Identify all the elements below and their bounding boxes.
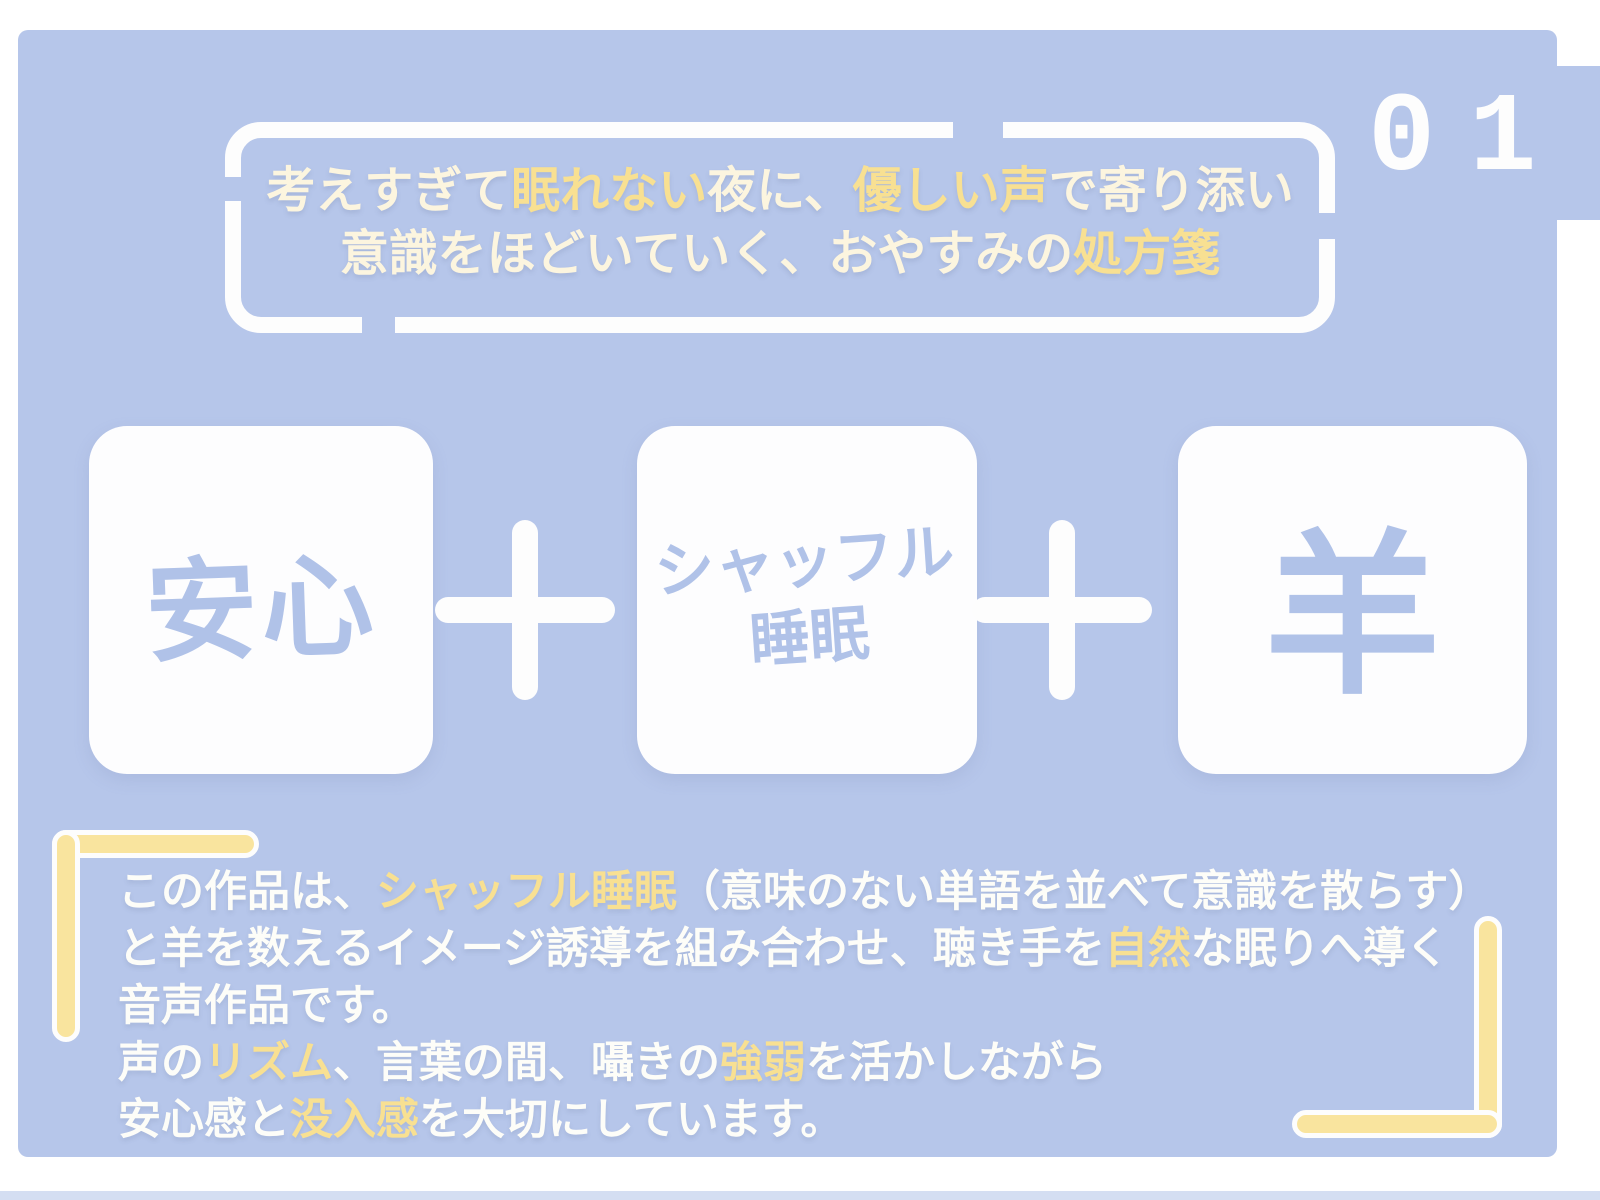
panel-right-tab [1500, 66, 1600, 220]
text-segment: 自然 [1104, 925, 1191, 973]
text-segment: シャッフル睡眠 [376, 868, 677, 916]
text-segment: を活かしながら [806, 1039, 1107, 1087]
description-line: と羊を数えるイメージ誘導を組み合わせ、聴き手を自然な眠りへ導く [118, 921, 1488, 978]
quote-bracket-top-left [52, 830, 80, 1042]
card-label-sheep: 羊 [1264, 518, 1441, 715]
description-line: この作品は、シャッフル睡眠（意味のない単語を並べて意識を散らす） [118, 864, 1492, 921]
description-line: 音声作品です。 [118, 978, 1488, 1035]
text-segment: 、言葉の間、囁きの [333, 1039, 720, 1087]
text-segment: を大切にしています。 [419, 1096, 844, 1144]
text-segment: で寄り添い [1048, 164, 1294, 218]
description-block: この作品は、シャッフル睡眠（意味のない単語を並べて意識を散らす） と羊を数えるイ… [118, 864, 1492, 1149]
text-segment: この作品は、 [118, 868, 376, 916]
text-segment: 声の [118, 1039, 204, 1087]
text-segment: 意識をほどいていく、おやすみの [339, 227, 1074, 281]
text-segment: 優しい声 [852, 164, 1049, 218]
title-frame-gap-right [1311, 213, 1341, 239]
text-segment: 処方箋 [1073, 227, 1221, 281]
formula-card-sheep: 羊 [1178, 426, 1527, 774]
description-line: 声のリズム、言葉の間、囁きの強弱を活かしながら [118, 1035, 1488, 1092]
text-segment: 考えすぎて [266, 164, 512, 218]
card-label-shuffle-sleep: シャッフル 睡眠 [652, 514, 962, 687]
page-number: 01 [1368, 76, 1571, 203]
plus-icon [435, 597, 615, 623]
formula-card-anshin: 安心 [89, 426, 433, 774]
text-segment: 安心感と [118, 1096, 290, 1144]
text-segment: 音声作品です。 [118, 982, 415, 1030]
text-segment: （意味のない単語を並べて意識を散らす） [677, 868, 1492, 916]
title-frame-gap-top [953, 116, 1003, 144]
title-frame-gap-bottom [362, 309, 395, 339]
title-frame [225, 122, 1335, 333]
text-segment: 没入感 [290, 1096, 419, 1144]
title-line-2: 意識をほどいていく、おやすみの処方箋 [240, 223, 1320, 286]
quote-bracket-bottom-right [1474, 916, 1502, 1138]
title-frame-gap-left [217, 177, 247, 201]
page-title: 考えすぎて眠れない夜に、優しい声で寄り添い 意識をほどいていく、おやすみの処方箋 [240, 160, 1320, 286]
text-segment: 夜に、 [707, 164, 853, 218]
text-segment: 強弱 [720, 1039, 806, 1087]
text-segment: 眠れない [511, 164, 708, 218]
card-label-anshin: 安心 [143, 542, 380, 677]
text-segment: と羊を数えるイメージ誘導を組み合わせ、聴き手を [118, 925, 1105, 973]
bottom-edge-strip [0, 1191, 1600, 1200]
quote-bracket-top-left [52, 830, 259, 858]
quote-bracket-bottom-right [1292, 1110, 1502, 1138]
description-line: 安心感と没入感を大切にしています。 [118, 1092, 1488, 1149]
text-segment: リズム [204, 1039, 333, 1087]
text-segment: な眠りへ導く [1190, 925, 1449, 973]
plus-icon [972, 597, 1152, 623]
title-line-1: 考えすぎて眠れない夜に、優しい声で寄り添い [240, 160, 1320, 223]
formula-card-shuffle-sleep: シャッフル 睡眠 [637, 426, 977, 774]
